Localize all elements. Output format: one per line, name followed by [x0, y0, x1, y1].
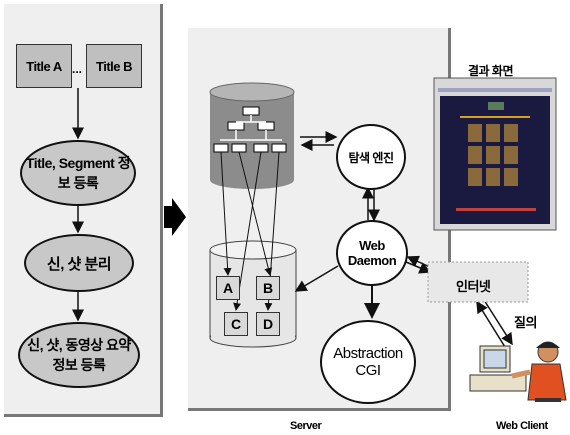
server-label: Server — [290, 420, 322, 432]
title-a-box: Title A — [16, 44, 72, 88]
scene-shot-split-label: 신, 샷 분리 — [46, 255, 112, 273]
database-cylinder-icon — [209, 82, 295, 189]
register-title-segment-label: Title, Segment 정보 등록 — [25, 155, 131, 191]
summary-register-label: 신, 샷, 동영상 요약 정보 등록 — [27, 337, 131, 373]
register-title-segment-node: Title, Segment 정보 등록 — [20, 140, 136, 206]
result-screen-title: 결과 화면 — [468, 64, 514, 78]
query-label: 질의 — [514, 315, 537, 330]
search-engine-node: 탐색 엔진 — [336, 124, 406, 190]
ellipsis-label: ... — [72, 62, 83, 76]
data-box-d: D — [256, 312, 280, 336]
search-engine-label: 탐색 엔진 — [348, 150, 395, 165]
web-client-user-icon — [469, 341, 567, 402]
data-box-b: B — [256, 276, 280, 300]
scene-shot-split-node: 신, 샷 분리 — [24, 234, 134, 292]
internet-cloud-icon — [427, 261, 529, 303]
web-daemon-label: Web Daemon — [347, 238, 397, 268]
data-box-a: A — [216, 276, 240, 300]
web-daemon-node: Web Daemon — [336, 220, 408, 286]
big-arrow-icon — [164, 198, 186, 236]
internet-label: 인터넷 — [456, 279, 491, 294]
result-screen-image — [433, 77, 557, 231]
summary-register-node: 신, 샷, 동영상 요약 정보 등록 — [18, 322, 140, 388]
web-client-label: Web Client — [496, 420, 548, 432]
abstraction-cgi-node: Abstraction CGI — [320, 320, 416, 404]
data-box-c: C — [224, 312, 248, 336]
abstraction-cgi-label: Abstraction CGI — [333, 345, 403, 379]
title-a-label: Title A — [26, 58, 62, 74]
title-b-label: Title B — [96, 58, 133, 74]
title-b-box: Title B — [86, 44, 142, 88]
